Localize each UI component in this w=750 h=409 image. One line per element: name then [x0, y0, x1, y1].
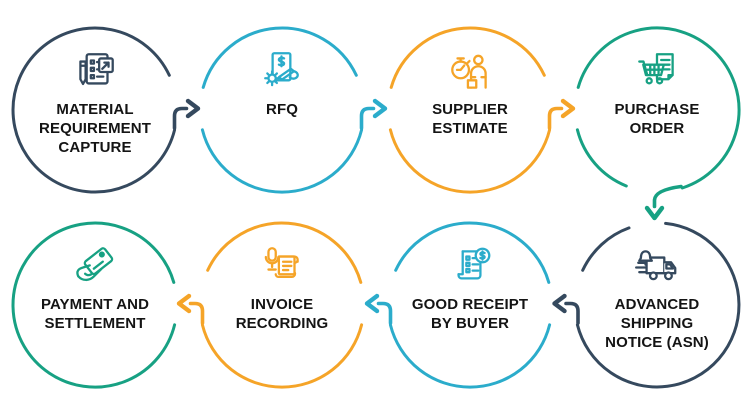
ring-supplier-estimate	[388, 26, 552, 194]
node-rfq: RFQ	[207, 48, 357, 119]
arrow-left-icon	[176, 293, 205, 325]
node-material-requirement-capture: MATERIAL REQUIREMENT CAPTURE	[20, 48, 170, 157]
microphone-scroll-icon	[264, 247, 299, 278]
delivery-truck-bell-icon	[635, 250, 677, 281]
ring-good-receipt-by-buyer	[388, 221, 552, 389]
arrow-right-icon	[172, 98, 201, 130]
stopwatch-person-icon	[451, 54, 487, 89]
node-advanced-shipping-notice: ADVANCED SHIPPING NOTICE (ASN)	[582, 243, 732, 352]
quote-document-signing-icon	[264, 52, 299, 87]
ring-advanced-shipping-notice	[575, 221, 741, 389]
node-label: PAYMENT AND SETTLEMENT	[40, 296, 150, 332]
ring-payment-and-settlement	[11, 221, 177, 389]
document-pencil-chart-icon	[79, 53, 114, 86]
node-purchase-order: PURCHASE ORDER	[582, 48, 732, 138]
receipt-dollar-icon	[457, 247, 491, 280]
ring-rfq	[200, 26, 364, 194]
cart-document-icon	[638, 53, 674, 85]
arrow-down-icon	[644, 184, 683, 221]
ring-material-requirement-capture	[11, 26, 177, 194]
arrow-left-icon	[364, 293, 393, 325]
node-label: MATERIAL REQUIREMENT CAPTURE	[39, 101, 151, 156]
node-supplier-estimate: SUPPLIER ESTIMATE	[395, 48, 545, 138]
node-label: SUPPLIER ESTIMATE	[432, 101, 508, 137]
node-label: PURCHASE ORDER	[614, 101, 700, 137]
node-label: ADVANCED SHIPPING NOTICE (ASN)	[605, 296, 709, 351]
arrow-right-icon	[547, 98, 576, 130]
arrow-right-icon	[359, 98, 388, 130]
ring-purchase-order	[575, 26, 741, 190]
node-label: RFQ	[266, 101, 298, 118]
node-label: GOOD RECEIPT BY BUYER	[411, 296, 529, 332]
node-payment-and-settlement: PAYMENT AND SETTLEMENT	[20, 243, 170, 333]
node-good-receipt-by-buyer: GOOD RECEIPT BY BUYER	[395, 243, 545, 333]
node-invoice-recording: INVOICE RECORDING	[207, 243, 357, 333]
node-label: INVOICE RECORDING	[235, 296, 329, 332]
arrow-left-icon	[552, 293, 580, 325]
hand-credit-card-icon	[76, 247, 114, 282]
ring-invoice-recording	[200, 221, 364, 389]
